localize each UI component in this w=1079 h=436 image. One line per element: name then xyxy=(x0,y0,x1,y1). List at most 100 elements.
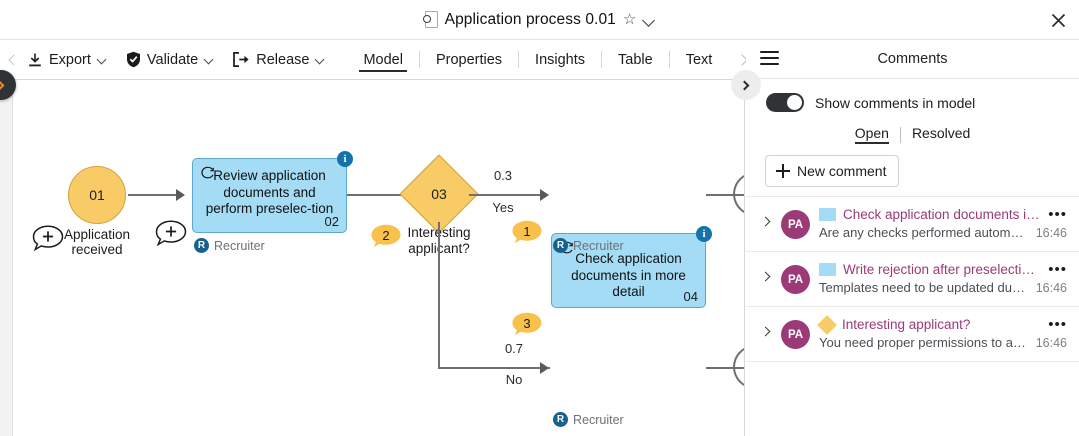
comments-panel: Comments Show comments in model Open Res… xyxy=(746,40,1079,436)
chevron-right-icon xyxy=(739,80,750,90)
comment-bubble-icon xyxy=(512,220,542,244)
comments-filter-row: Open Resolved xyxy=(746,125,1079,144)
arrowhead xyxy=(540,362,549,374)
hamburger-icon[interactable] xyxy=(760,51,779,66)
avatar: PA xyxy=(781,265,810,294)
start-event-label: Application received xyxy=(37,227,157,257)
tab-divider xyxy=(518,51,520,68)
task-02-title: Review application documents and perform… xyxy=(205,168,334,216)
info-icon[interactable]: i xyxy=(696,226,712,242)
ellipsis-icon[interactable]: ••• xyxy=(1048,315,1067,333)
release-label: Release xyxy=(256,51,310,68)
collapse-left-panel-button[interactable] xyxy=(0,70,16,100)
task-05-lane-label: Recruiter xyxy=(573,412,624,427)
release-button[interactable]: Release xyxy=(224,40,335,80)
task-04-title: Check application documents in more deta… xyxy=(571,251,686,299)
tab-model[interactable]: Model xyxy=(347,40,419,80)
manual-task-icon xyxy=(200,166,215,179)
chevron-right-icon xyxy=(760,216,771,227)
export-button[interactable]: Export xyxy=(18,40,117,80)
comment-text: You need proper permissions to advan… xyxy=(819,335,1030,350)
toggle-comments-panel-button[interactable] xyxy=(731,70,761,100)
validate-button[interactable]: Validate xyxy=(117,40,224,80)
arrowhead xyxy=(540,189,549,201)
comment-text: Are any checks performed automatical… xyxy=(819,225,1030,240)
gateway-comment-count: 2 xyxy=(382,228,390,243)
close-icon xyxy=(1051,13,1065,28)
task-04-lane: R Recruiter xyxy=(553,238,624,253)
comment-count-task04[interactable]: 1 xyxy=(512,220,546,250)
edge-yes-probability: 0.3 xyxy=(493,168,513,183)
add-comment-bubble-icon xyxy=(32,225,64,252)
task-02-lane-label: Recruiter xyxy=(214,238,265,253)
tab-properties[interactable]: Properties xyxy=(435,51,503,68)
tab-insights[interactable]: Insights xyxy=(535,51,586,68)
tab-text[interactable]: Text xyxy=(685,51,713,68)
edge-gateway-no-horizontal xyxy=(438,367,550,369)
new-comment-button[interactable]: New comment xyxy=(765,155,900,187)
comment-count-gateway[interactable]: 2 xyxy=(371,224,405,254)
chevron-down-icon[interactable] xyxy=(205,56,215,63)
task-02-lane: R Recruiter xyxy=(194,238,265,253)
comment-body: Write rejection after preselection … •••… xyxy=(819,262,1067,295)
favorite-star-icon[interactable]: ☆ xyxy=(622,11,637,28)
task-02[interactable]: Review application documents and perform… xyxy=(192,151,353,233)
filter-resolved[interactable]: Resolved xyxy=(911,125,971,141)
chevron-down-icon[interactable] xyxy=(643,16,656,24)
info-icon[interactable]: i xyxy=(337,151,353,167)
expand-comment-button[interactable] xyxy=(760,216,772,227)
comments-panel-header: Comments xyxy=(746,40,1079,79)
tab-divider xyxy=(668,51,670,68)
comment-item-1[interactable]: PA Write rejection after preselection … … xyxy=(746,251,1079,306)
model-canvas[interactable]: 01 Application received Review applicati… xyxy=(0,80,745,436)
expand-comment-button[interactable] xyxy=(760,326,772,337)
comment-text: Templates need to be updated due to … xyxy=(819,280,1030,295)
toolbar: Export Validate Release Model Properties… xyxy=(0,40,761,100)
ellipsis-icon[interactable]: ••• xyxy=(1048,205,1067,223)
title-bar: Application process 0.01 ☆ xyxy=(0,0,1079,40)
task-04-comment-count: 1 xyxy=(523,224,531,239)
chevron-right-icon xyxy=(760,326,771,337)
tab-table[interactable]: Table xyxy=(618,51,653,68)
document-title-group[interactable]: Application process 0.01 ☆ xyxy=(422,10,657,29)
comment-count-task05[interactable]: 3 xyxy=(512,312,546,342)
chevron-down-icon[interactable] xyxy=(98,56,108,63)
comment-item-2[interactable]: PA Interesting applicant? ••• You need p… xyxy=(746,306,1079,361)
comment-title[interactable]: Check application documents in … xyxy=(843,207,1042,222)
add-comment-bubble-icon xyxy=(155,220,187,247)
start-event-01[interactable]: 01 xyxy=(68,166,126,224)
task-04[interactable]: Check application documents in more deta… xyxy=(551,226,712,308)
tab-divider xyxy=(601,51,603,68)
toggle-knob xyxy=(787,95,802,110)
edge-task02-to-gateway xyxy=(347,194,411,196)
expand-comment-button[interactable] xyxy=(760,271,772,282)
close-button[interactable] xyxy=(1046,9,1070,32)
edge-yes-label: Yes xyxy=(492,200,514,215)
comment-item-0[interactable]: PA Check application documents in … ••• … xyxy=(746,196,1079,251)
canvas-gutter xyxy=(0,80,12,436)
tab-divider xyxy=(418,51,420,68)
chevron-down-icon[interactable] xyxy=(316,56,326,63)
page-title: Application process 0.01 xyxy=(444,10,616,28)
download-icon xyxy=(29,53,41,66)
validate-label: Validate xyxy=(146,51,199,68)
start-event-label-line2: received xyxy=(71,242,123,257)
task-05-comment-count: 3 xyxy=(523,316,531,331)
show-comments-toggle[interactable] xyxy=(766,93,804,112)
ellipsis-icon[interactable]: ••• xyxy=(1048,260,1067,278)
start-event-number: 01 xyxy=(89,187,105,203)
comment-time: 16:46 xyxy=(1035,281,1067,295)
comment-title[interactable]: Write rejection after preselection … xyxy=(843,262,1042,277)
arrowhead xyxy=(176,189,185,201)
chevron-right-icon xyxy=(0,80,4,90)
tab-bar: Model Properties Insights Table Text xyxy=(347,40,756,80)
gateway-03-number: 03 xyxy=(431,186,447,202)
process-doc-icon xyxy=(422,11,438,28)
filter-open[interactable]: Open xyxy=(854,125,890,144)
comment-title[interactable]: Interesting applicant? xyxy=(842,317,971,332)
export-label: Export xyxy=(49,51,91,68)
add-comment-task02-button[interactable] xyxy=(155,220,189,250)
add-comment-start-event-button[interactable] xyxy=(32,225,66,255)
shield-check-icon xyxy=(126,51,140,68)
avatar: PA xyxy=(781,320,810,349)
